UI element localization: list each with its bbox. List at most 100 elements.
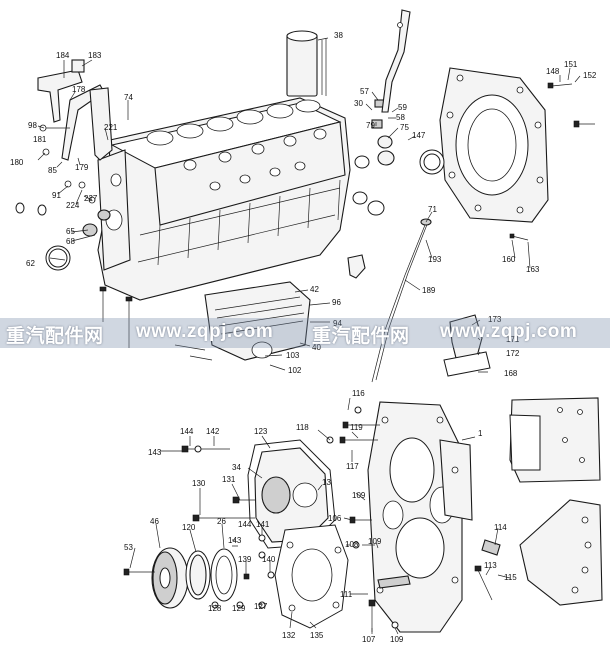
part-label: 189 <box>422 286 436 295</box>
part-label: 128 <box>208 604 222 613</box>
part-label: 68 <box>66 237 75 246</box>
oil-pump-bracket <box>37 59 113 204</box>
part-label: 151 <box>564 60 578 69</box>
main-bearing-webs <box>137 179 341 266</box>
part-label: 143 <box>228 536 242 545</box>
part-label: 179 <box>75 163 89 172</box>
part-label: 103 <box>286 351 300 360</box>
part-label: 116 <box>352 389 365 398</box>
pushrod-bracket <box>381 9 411 113</box>
part-label: 117 <box>346 462 359 471</box>
fastener-bolts-lower <box>123 406 411 632</box>
oil-cooler-cover <box>174 281 311 361</box>
part-label: 118 <box>296 423 309 432</box>
timing-gear-housing <box>367 401 473 633</box>
part-label: 74 <box>124 93 133 102</box>
part-label: 139 <box>238 555 252 564</box>
small-hardware-right <box>509 82 595 241</box>
part-label: 1 <box>478 429 483 438</box>
part-label: 13 <box>322 478 331 487</box>
part-label: 102 <box>288 366 302 375</box>
part-label: 53 <box>124 543 133 552</box>
part-label: 148 <box>546 67 560 76</box>
part-label: 98 <box>28 121 37 130</box>
part-label: 144 <box>180 427 194 436</box>
part-label: 59 <box>398 103 407 112</box>
part-label: 152 <box>583 71 597 80</box>
part-label: 62 <box>26 259 35 268</box>
part-label: 111 <box>340 590 353 599</box>
part-label: 144 <box>238 520 252 529</box>
leader-lines <box>37 37 581 635</box>
part-label: 142 <box>206 427 220 436</box>
part-label: 109 <box>390 635 404 644</box>
part-label: 120 <box>182 523 196 532</box>
part-label: 181 <box>33 135 47 144</box>
part-label: 38 <box>334 31 343 40</box>
cylinder-liner <box>286 30 327 97</box>
part-label: 40 <box>312 343 321 352</box>
oil-dipstick <box>371 218 432 383</box>
part-label: 85 <box>48 166 57 175</box>
watermark-text: www.zqpj.com <box>136 321 274 342</box>
part-label: 71 <box>428 205 437 214</box>
part-label: 106 <box>328 514 342 523</box>
part-label: 108 <box>345 540 359 549</box>
front-cover-plate <box>274 524 349 629</box>
part-label: 114 <box>494 523 507 532</box>
part-label: 109 <box>368 537 382 546</box>
seal-rings-left <box>15 202 111 271</box>
block-bolts <box>99 286 133 348</box>
part-label: 94 <box>333 319 342 328</box>
part-label: 113 <box>484 561 497 570</box>
part-label: 127 <box>254 602 268 611</box>
part-label: 91 <box>52 191 61 200</box>
watermark-banner: 重汽配件网 www.zqpj.com 重汽配件网 www.zqpj.com <box>0 318 610 348</box>
part-label: 193 <box>428 255 442 264</box>
part-label: 227 <box>84 194 98 203</box>
part-label: 130 <box>192 479 206 488</box>
flywheel-housing <box>419 67 549 223</box>
part-label: 183 <box>88 51 102 60</box>
watermark-text: www.zqpj.com <box>440 321 578 342</box>
part-label: 147 <box>412 131 426 140</box>
part-label: 42 <box>310 285 319 294</box>
part-label: 143 <box>148 448 162 457</box>
timing-cover-gasket <box>247 439 336 549</box>
part-label: 65 <box>66 227 75 236</box>
part-label: 123 <box>254 427 268 436</box>
part-label: 141 <box>256 520 270 529</box>
water-outlet-pipe <box>443 314 491 377</box>
part-label: 57 <box>360 87 369 96</box>
part-label: 163 <box>526 265 540 274</box>
part-label: 178 <box>72 85 86 94</box>
part-label: 115 <box>504 573 517 582</box>
camshaft-bearing-parts <box>347 99 395 279</box>
part-label: 131 <box>222 475 236 484</box>
part-label: 96 <box>332 298 341 307</box>
part-label: 224 <box>66 201 80 210</box>
cylinder-bores <box>146 99 321 146</box>
part-label: 172 <box>506 349 520 358</box>
watermark-text: 重汽配件网 <box>312 326 410 347</box>
part-label: 173 <box>488 315 502 324</box>
housing-bolt-holes <box>446 74 544 214</box>
part-label: 180 <box>10 158 24 167</box>
part-label: 184 <box>56 51 70 60</box>
part-label: 119 <box>350 423 363 432</box>
part-label: 30 <box>354 99 363 108</box>
part-label: 58 <box>396 113 405 122</box>
part-label: 46 <box>150 517 159 526</box>
part-label: 221 <box>104 123 118 132</box>
watermark-text: 重汽配件网 <box>6 326 104 347</box>
oil-seal-rings <box>185 548 238 602</box>
part-label: 79 <box>366 121 375 130</box>
part-label: 135 <box>310 631 324 640</box>
part-label: 34 <box>232 463 241 472</box>
block-side-ports <box>183 128 327 191</box>
engine-mount-bracket <box>519 499 603 606</box>
part-label: 168 <box>504 369 518 378</box>
part-label: 109 <box>352 491 366 500</box>
small-washers <box>211 534 275 609</box>
